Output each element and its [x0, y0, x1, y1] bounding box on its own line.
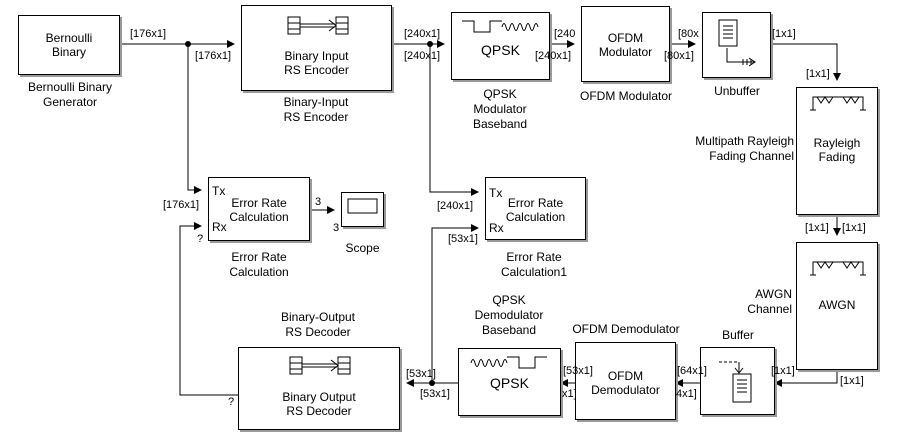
- port-rx: Rx: [489, 221, 504, 235]
- line-unbuffer-rayleigh: [771, 43, 841, 81]
- signal-label: [176x1]: [130, 28, 167, 40]
- ofdm-demodulator-block[interactable]: OFDM Demodulator: [575, 342, 676, 420]
- unbuffer-label: Unbuffer: [714, 84, 760, 98]
- port-tx: Tx: [489, 186, 503, 200]
- signal-label: [64x1]: [677, 365, 707, 377]
- buffer-icon: [719, 361, 752, 403]
- signal-label: [80x1]: [664, 50, 694, 62]
- block-text: Binary Input: [284, 49, 349, 63]
- line-branch-err-tx: [187, 44, 202, 194]
- signal-label: [53x1]: [420, 388, 450, 400]
- block-text: Binary Output: [282, 390, 356, 404]
- block-text: Calculation: [505, 210, 566, 224]
- signal-label: [1x1]: [772, 28, 796, 40]
- ofdm-modulator-block[interactable]: OFDM Modulator: [581, 6, 670, 82]
- signal-label: [53x1]: [448, 233, 478, 245]
- block-text: Demodulator: [591, 383, 660, 397]
- signal-label: ?: [228, 396, 235, 408]
- line-branch-err1-tx: [429, 44, 479, 196]
- ofdm-modulator-label: OFDM Modulator: [579, 89, 673, 103]
- block-text: Error Rate: [231, 196, 287, 210]
- signal-label: 3: [315, 196, 322, 208]
- modulation-waveform-icon: [462, 20, 539, 33]
- block-text: Bernoulli: [45, 31, 93, 45]
- demodulation-waveform-icon: [470, 356, 547, 369]
- error-rate-calc1-block[interactable]: Tx Rx Error Rate Calculation: [485, 177, 586, 240]
- encoder-icon: [287, 16, 349, 35]
- awgn-block[interactable]: AWGN: [796, 242, 878, 370]
- error-rate-calc-block[interactable]: Tx Rx Error Rate Calculation: [208, 177, 310, 241]
- signal-label: [1x1]: [840, 375, 864, 387]
- signal-label: [176x1]: [195, 50, 232, 62]
- block-text: RS Decoder: [286, 404, 352, 418]
- qpsk-demodulator-block[interactable]: QPSK: [458, 348, 561, 416]
- line-branch-err1-rx: [431, 224, 479, 383]
- line-awgn-buffer: [774, 370, 838, 387]
- port-rx: Rx: [212, 220, 227, 234]
- block-text: QPSK: [481, 42, 520, 58]
- scope-label: Scope: [345, 241, 380, 255]
- signal-label: ?: [197, 233, 204, 245]
- block-text: OFDM: [607, 369, 644, 383]
- signal-label: [240x1]: [535, 50, 572, 62]
- block-text: Fading: [818, 150, 856, 164]
- signal-label: x1]: [562, 388, 577, 400]
- rs-encoder-block[interactable]: Binary Input RS Encoder: [241, 5, 392, 91]
- block-text: OFDM: [607, 31, 644, 45]
- rs-decoder-block[interactable]: Binary Output RS Decoder: [238, 347, 400, 430]
- ofdm-demodulator-label: OFDM Demodulator: [572, 322, 680, 336]
- buffer-block[interactable]: [700, 347, 775, 415]
- block-text: Rayleigh: [813, 136, 861, 150]
- rayleigh-fading-block[interactable]: Rayleigh Fading: [796, 87, 878, 215]
- block-text: QPSK: [490, 375, 529, 391]
- signal-label: [1x1]: [842, 222, 866, 234]
- signal-label: [80x: [678, 28, 699, 40]
- bernoulli-binary-block[interactable]: Bernoulli Binary: [18, 15, 120, 75]
- signal-label: [176x1]: [163, 199, 200, 211]
- signal-label: [1x1]: [806, 68, 830, 80]
- signal-label: 4x1]: [676, 388, 697, 400]
- scope-screen-icon: [347, 198, 378, 214]
- signal-label: [1x1]: [805, 222, 829, 234]
- signal-label: [53x1]: [406, 368, 436, 380]
- signal-label: [240: [554, 28, 576, 40]
- block-text: Modulator: [598, 45, 653, 59]
- branch-point-3: [429, 380, 435, 386]
- fading-channel-icon: [810, 96, 866, 111]
- signal-label: [240x1]: [437, 200, 474, 212]
- branch-point-2: [427, 41, 433, 47]
- branch-point-1: [185, 41, 191, 47]
- signal-label: [1x1]: [771, 365, 795, 377]
- scope-block[interactable]: [341, 192, 384, 227]
- block-text: AWGN: [818, 298, 856, 312]
- block-text: Calculation: [229, 210, 289, 224]
- signal-label: [53x1]: [563, 365, 593, 377]
- port-tx: Tx: [212, 184, 226, 198]
- signal-label: 3: [333, 222, 340, 234]
- buffer-label: Buffer: [722, 328, 754, 342]
- block-text: Binary: [51, 45, 86, 59]
- block-text: Error Rate: [507, 196, 564, 210]
- block-text: RS Encoder: [284, 63, 349, 77]
- signal-label: [240x1]: [404, 50, 441, 62]
- noise-channel-icon: [810, 261, 866, 276]
- unbuffer-block[interactable]: [702, 12, 771, 78]
- signal-label: [240x1]: [404, 28, 441, 40]
- qpsk-modulator-block[interactable]: QPSK: [451, 12, 550, 80]
- decoder-icon: [289, 356, 351, 375]
- line-decoder-err-rx: [179, 222, 238, 396]
- unbuffer-icon: [718, 19, 756, 67]
